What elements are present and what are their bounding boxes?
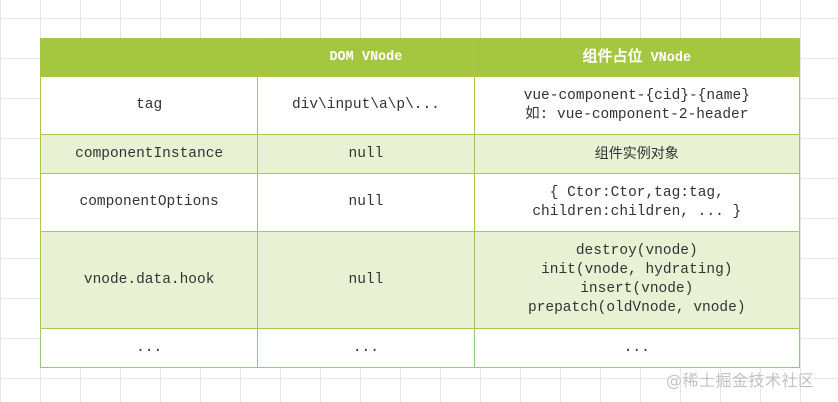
cell-dom-vnode: div\input\a\p\...	[257, 76, 475, 135]
cell-component-vnode: destroy(vnode) init(vnode, hydrating) in…	[473, 231, 801, 329]
cell-component-vnode: 组件实例对象	[473, 134, 801, 174]
table-row: componentOptions null { Ctor:Ctor,tag:ta…	[39, 173, 801, 232]
cell-dom-vnode: null	[257, 173, 475, 232]
header-component-vnode-cjk: 组件占位	[582, 47, 643, 65]
cell-line: 组件实例对象	[594, 145, 679, 162]
vnode-comparison-table: DOM VNode 组件占位 VNode tag div\input\a\p\.…	[39, 38, 801, 368]
table-row: ... ... ...	[39, 328, 801, 368]
cell-line: insert(vnode)	[580, 281, 694, 297]
cell-line: prepatch(oldVnode, vnode)	[528, 300, 746, 316]
table-header-row: DOM VNode 组件占位 VNode	[39, 38, 801, 77]
cell-dom-vnode: ...	[257, 328, 475, 368]
cell-line: destroy(vnode)	[575, 243, 698, 259]
cell-line: vue-component-{cid}-{name}	[523, 87, 750, 104]
cell-component-vnode: { Ctor:Ctor,tag:tag, children:children, …	[473, 173, 801, 232]
cell-property: componentInstance	[39, 134, 259, 174]
header-property	[39, 38, 259, 77]
cell-property: vnode.data.hook	[39, 231, 259, 329]
cell-line: ...	[623, 339, 650, 356]
cell-line: { Ctor:Ctor,tag:tag,	[549, 184, 724, 201]
cell-property: componentOptions	[39, 173, 259, 232]
cell-component-vnode: vue-component-{cid}-{name} 如: vue-compon…	[473, 76, 801, 135]
cell-dom-vnode: null	[257, 134, 475, 174]
cell-line: init(vnode, hydrating)	[541, 262, 733, 278]
cell-component-vnode: ...	[473, 328, 801, 368]
cell-line: children:children, ... }	[532, 203, 742, 220]
cell-line: 如: vue-component-2-header	[525, 106, 749, 123]
header-component-vnode: 组件占位 VNode	[473, 38, 801, 77]
table-row: tag div\input\a\p\... vue-component-{cid…	[39, 76, 801, 135]
table-row: vnode.data.hook null destroy(vnode) init…	[39, 231, 801, 329]
cell-property: tag	[39, 76, 259, 135]
header-component-vnode-latin: VNode	[650, 51, 692, 66]
cell-dom-vnode: null	[257, 231, 475, 329]
table-row: componentInstance null 组件实例对象	[39, 134, 801, 174]
header-dom-vnode: DOM VNode	[257, 38, 475, 77]
watermark: @稀土掘金技术社区	[666, 371, 815, 390]
cell-property: ...	[39, 328, 259, 368]
